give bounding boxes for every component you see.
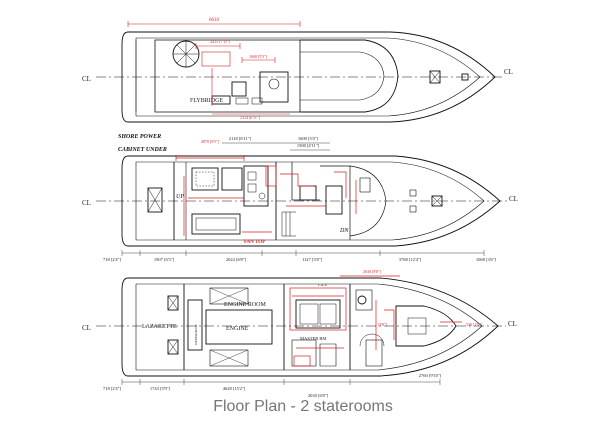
lower-deck-bottom-dim-line	[121, 379, 441, 385]
lower-deck-dim-bottom-1: 718 [2'4"]	[103, 386, 122, 391]
main-deck-red-dim-1: 2870 [9'5"]	[201, 139, 220, 144]
main-deck-up-label: UP	[176, 194, 184, 200]
lower-deck-hull-outline	[121, 277, 499, 377]
flybridge-hull-outline	[121, 31, 496, 123]
note-cabinet-under: CABINET UNDER	[118, 147, 167, 153]
lower-deck-dim-bottom-3: 4628 [15'2"]	[223, 386, 246, 391]
main-deck-sofa	[191, 213, 241, 235]
main-deck-fan-top-label: FAN TOP	[244, 240, 265, 245]
main-deck-dn-label: DN	[339, 228, 349, 234]
lower-deck-dim-bottom-2: 1743 [5'9"]	[150, 386, 171, 391]
centerline-label-bottom-right: CL	[508, 320, 517, 328]
lower-deck-red-lines	[289, 275, 462, 367]
lower-deck-generator	[187, 299, 203, 351]
lower-deck-lav-label: L.A.V.	[318, 283, 327, 287]
main-deck-cockpit-hatch	[147, 187, 163, 213]
lower-deck-master-bed	[295, 299, 341, 329]
lower-deck-dim-bottom-5: 2760 [9'10"]	[419, 373, 442, 378]
centerline-label-top-right: CL	[504, 68, 513, 76]
main-deck-dim-top-3: 1500 [4'11"]	[297, 143, 320, 148]
lower-deck-dim-bottom-4: 2030 [6'8"]	[308, 393, 329, 398]
lower-deck-plan	[121, 277, 499, 377]
main-deck-dim-bottom-3: 2022 [6'8"]	[226, 257, 247, 262]
main-deck-red-lines	[175, 155, 357, 236]
main-deck-dim-top-1: 2118 [6'11"]	[229, 136, 252, 141]
lower-deck-vberth	[395, 305, 457, 347]
lower-deck-red-dim-2: 540 [1'9"]	[466, 322, 483, 327]
main-deck-stair-down	[281, 211, 296, 237]
main-deck-dim-bottom-5: 3768 [12'4"]	[399, 257, 422, 262]
main-deck-dinette	[191, 167, 219, 191]
note-shore-power: SHORE POWER	[118, 134, 161, 140]
lower-deck-lazarette-label: LAZARETTE	[142, 324, 177, 330]
flybridge-helm-console	[259, 71, 289, 103]
main-deck-dim-bottom-4: 1127 [3'8"]	[302, 257, 323, 262]
flybridge-dim-2: 1600 [5'3"]	[249, 54, 268, 59]
main-deck-dim-bottom-2: 1907 [6'3"]	[154, 257, 175, 262]
lower-deck-master-label: MASTER RM	[300, 336, 326, 341]
main-deck-helm-seat	[299, 185, 317, 201]
flybridge-forward-seating	[300, 39, 399, 113]
flybridge-plan	[121, 31, 496, 123]
lower-deck-lav-sink	[357, 295, 367, 305]
flybridge-dim-3: 2114 [6'11"]	[240, 115, 260, 120]
lower-deck-generator-label: GENERATOR	[194, 324, 198, 345]
lower-deck-engine-label: ENGINE	[226, 326, 249, 332]
main-deck-bottom-dim-line	[121, 250, 485, 256]
floor-plan-caption: Floor Plan - 2 staterooms	[213, 398, 393, 415]
lower-deck-engine	[205, 309, 273, 345]
main-deck-dim-bottom-6: 1068 [3'6"]	[476, 257, 497, 262]
lower-deck-red-dim-1: 2630 [8'8"]	[363, 269, 382, 274]
centerline-label-top-left: CL	[82, 75, 91, 83]
main-deck-dim-top-2: 1600 [5'4"]	[298, 136, 319, 141]
centerline-label-mid-right: CL	[509, 195, 518, 203]
centerline-label-bottom-left: CL	[82, 324, 91, 332]
centerline-label-mid-left: CL	[82, 199, 91, 207]
main-deck-dim-bottom-1: 718 [2'4"]	[103, 257, 122, 262]
lower-deck-engine-room-label: ENGINE ROOM	[224, 302, 266, 308]
lower-deck-red-dim-3: [3'8"]	[378, 322, 388, 327]
flybridge-overall-dim: 6610	[209, 18, 220, 23]
flybridge-dimensions	[127, 21, 301, 115]
main-deck-top-dim-lines	[222, 142, 330, 151]
flybridge-enclosure	[154, 39, 301, 113]
flybridge-dim-1: 2415 [7'11"]	[210, 39, 231, 44]
main-deck-hull-outline	[121, 155, 501, 247]
main-deck-plan	[121, 155, 501, 247]
flybridge-label: FLYBRIDGE	[190, 98, 223, 104]
